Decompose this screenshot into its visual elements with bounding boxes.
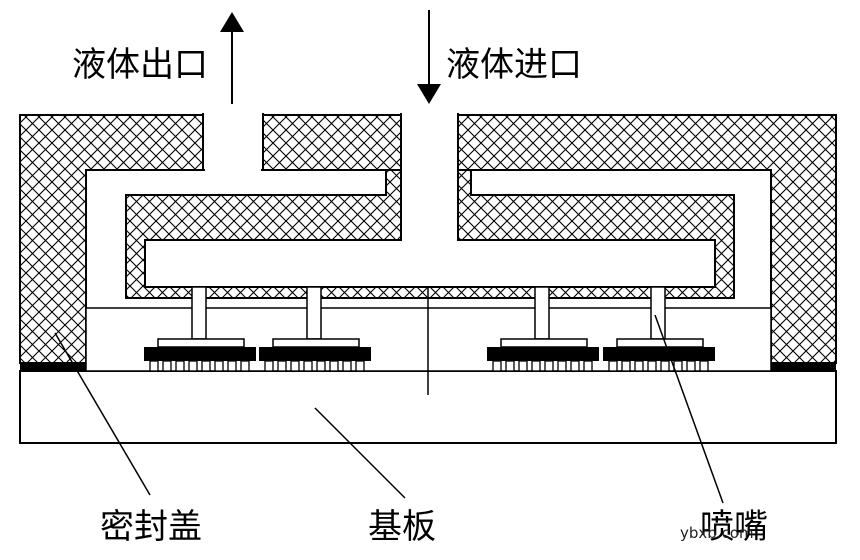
leader-substrate (314, 407, 406, 499)
solder-bump (355, 360, 365, 372)
seal-strip-right (771, 363, 836, 372)
solder-bump (634, 360, 644, 372)
solder-bump (329, 360, 339, 372)
label-inlet: 液体进口 (446, 45, 582, 85)
nozzle-bases (157, 338, 704, 348)
label-nozzle: 喷嘴 (700, 507, 768, 547)
label-outlet: 液体出口 (72, 45, 208, 85)
solder-bump (342, 360, 352, 372)
solder-bumps (149, 360, 709, 372)
solder-bump (149, 360, 159, 372)
solder-bump (316, 360, 326, 372)
label-sealing-cover: 密封盖 (100, 507, 202, 547)
chip-blocks (144, 347, 715, 361)
leader-nozzle (654, 314, 724, 504)
solder-bump (583, 360, 593, 372)
solder-bump (240, 360, 250, 372)
solder-bump (175, 360, 185, 372)
leader-sealing-cover (54, 332, 151, 496)
solder-bump (699, 360, 709, 372)
solder-bump (570, 360, 580, 372)
solder-bump (531, 360, 541, 372)
solder-bump (264, 360, 274, 372)
solder-bump (492, 360, 502, 372)
solder-bump (214, 360, 224, 372)
solder-bump (277, 360, 287, 372)
solder-bump (621, 360, 631, 372)
solder-bump (518, 360, 528, 372)
solder-bump (290, 360, 300, 372)
solder-bump (303, 360, 313, 372)
solder-bump (505, 360, 515, 372)
solder-bump (686, 360, 696, 372)
solder-bump (227, 360, 237, 372)
solder-bump (608, 360, 618, 372)
seal-strip-left (20, 363, 86, 372)
solder-bump (201, 360, 211, 372)
solder-bump (647, 360, 657, 372)
solder-bump (188, 360, 198, 372)
watermark: ybxb.com (680, 524, 754, 542)
solder-bump (162, 360, 172, 372)
solder-bump (660, 360, 670, 372)
label-substrate: 基板 (368, 507, 436, 547)
solder-bump (544, 360, 554, 372)
solder-bump (557, 360, 567, 372)
